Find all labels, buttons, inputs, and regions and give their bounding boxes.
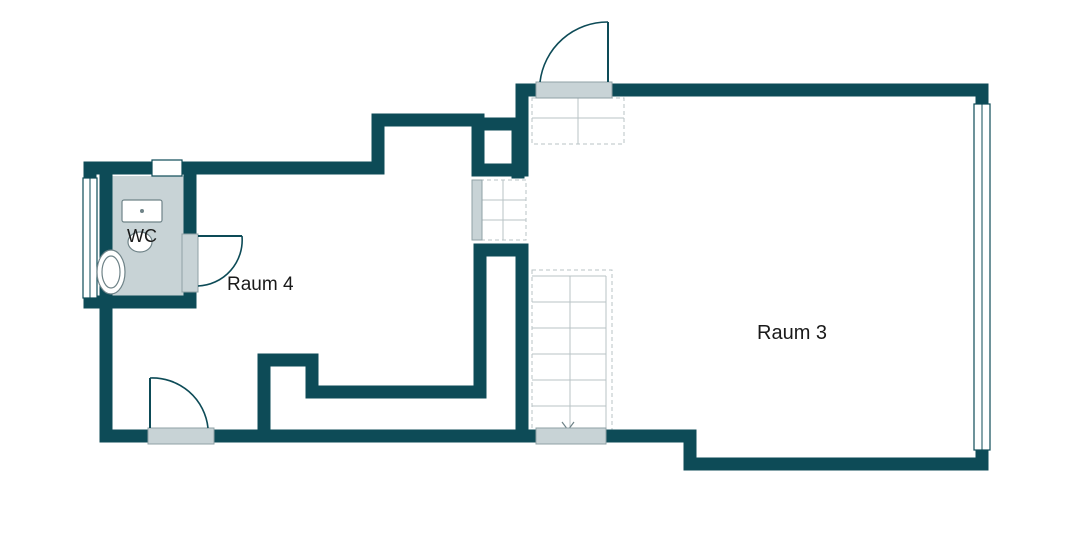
threshold-wc-door xyxy=(181,233,199,293)
stairs-upper xyxy=(531,97,625,145)
washbasin-icon xyxy=(96,249,126,295)
label-raum4: Raum 4 xyxy=(227,274,294,295)
threshold-bottom-left xyxy=(147,427,215,445)
wall-inner-partition xyxy=(257,243,529,443)
threshold-top-entrance xyxy=(535,81,613,99)
sink-icon xyxy=(121,199,163,223)
label-wc: WC xyxy=(127,226,157,246)
door-wc xyxy=(197,235,243,287)
window-wc-top xyxy=(151,159,183,177)
threshold-mid-stairs xyxy=(471,179,483,241)
label-raum3: Raum 3 xyxy=(757,322,827,344)
toilet-icon xyxy=(127,231,153,253)
wall-raum3 xyxy=(515,83,989,471)
door-bottom-left xyxy=(149,377,209,429)
door-top-entrance xyxy=(539,21,609,83)
wall-stair-box xyxy=(471,117,525,179)
threshold-bottom-stairs xyxy=(535,427,607,445)
stairs-main xyxy=(531,269,613,431)
stairs-mid xyxy=(479,179,527,241)
